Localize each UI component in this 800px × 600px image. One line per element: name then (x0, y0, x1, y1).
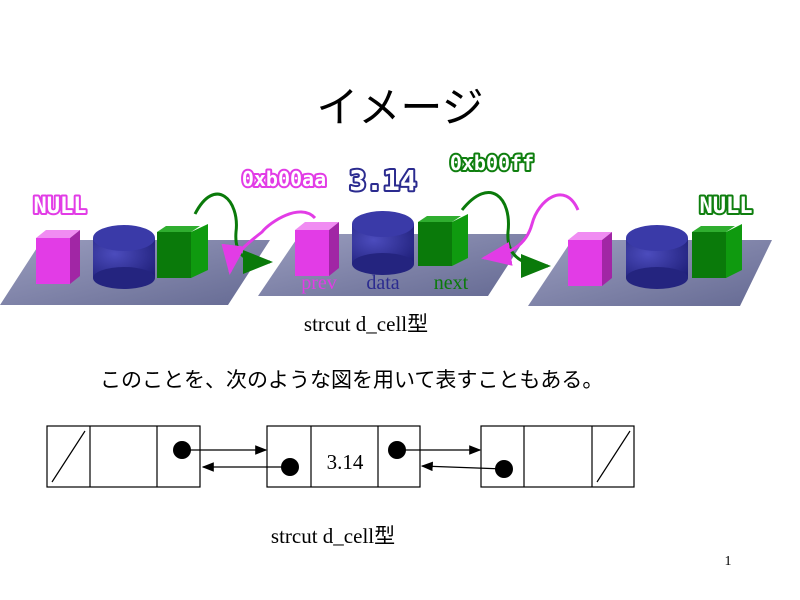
prev-pointer-arrow-middle (221, 210, 317, 275)
data-cylinder-right (626, 225, 688, 289)
null-slash-left (51, 430, 86, 483)
description-text: このことを、次のような図を用いて表すこともある。 (100, 368, 603, 392)
box-caption: strcut d_cell型 (271, 524, 395, 548)
next-pointer-arrow-left (193, 192, 273, 274)
image-caption: strcut d_cell型 (304, 312, 428, 336)
field-label-prev: prev (301, 272, 337, 294)
prev-cube-middle (295, 222, 339, 276)
node-image-left (0, 224, 270, 305)
address-label-next: 0xb00ff (450, 151, 534, 175)
node-image-middle (258, 211, 528, 296)
data-cylinder-middle (352, 211, 414, 275)
null-label-right: NULL (700, 194, 753, 219)
slide-title: イメージ (316, 83, 483, 132)
next-box-middle (418, 214, 468, 266)
prev-cube-left (36, 230, 80, 284)
address-label-prev: 0xb00aa (242, 167, 326, 191)
prev-arrow-right (420, 461, 505, 472)
prev-pointer-arrow-right (481, 193, 580, 266)
node-image-right (528, 224, 772, 306)
prev-cube-right (568, 232, 612, 286)
data-value-label: 3.14 (349, 164, 416, 197)
field-label-data: data (366, 272, 399, 294)
null-label-left: NULL (34, 194, 87, 219)
box-node-right (480, 425, 635, 488)
box-node-left (46, 425, 201, 488)
box-data-value: 3.14 (327, 450, 364, 474)
field-label-next: next (434, 272, 469, 294)
page-number: 1 (725, 554, 732, 569)
box-node-middle (266, 425, 421, 488)
next-pointer-arrow-middle (460, 191, 551, 278)
next-box-right (692, 224, 742, 278)
next-box-left (157, 224, 208, 278)
null-slash-right (596, 430, 631, 483)
data-cylinder-left (93, 225, 155, 289)
